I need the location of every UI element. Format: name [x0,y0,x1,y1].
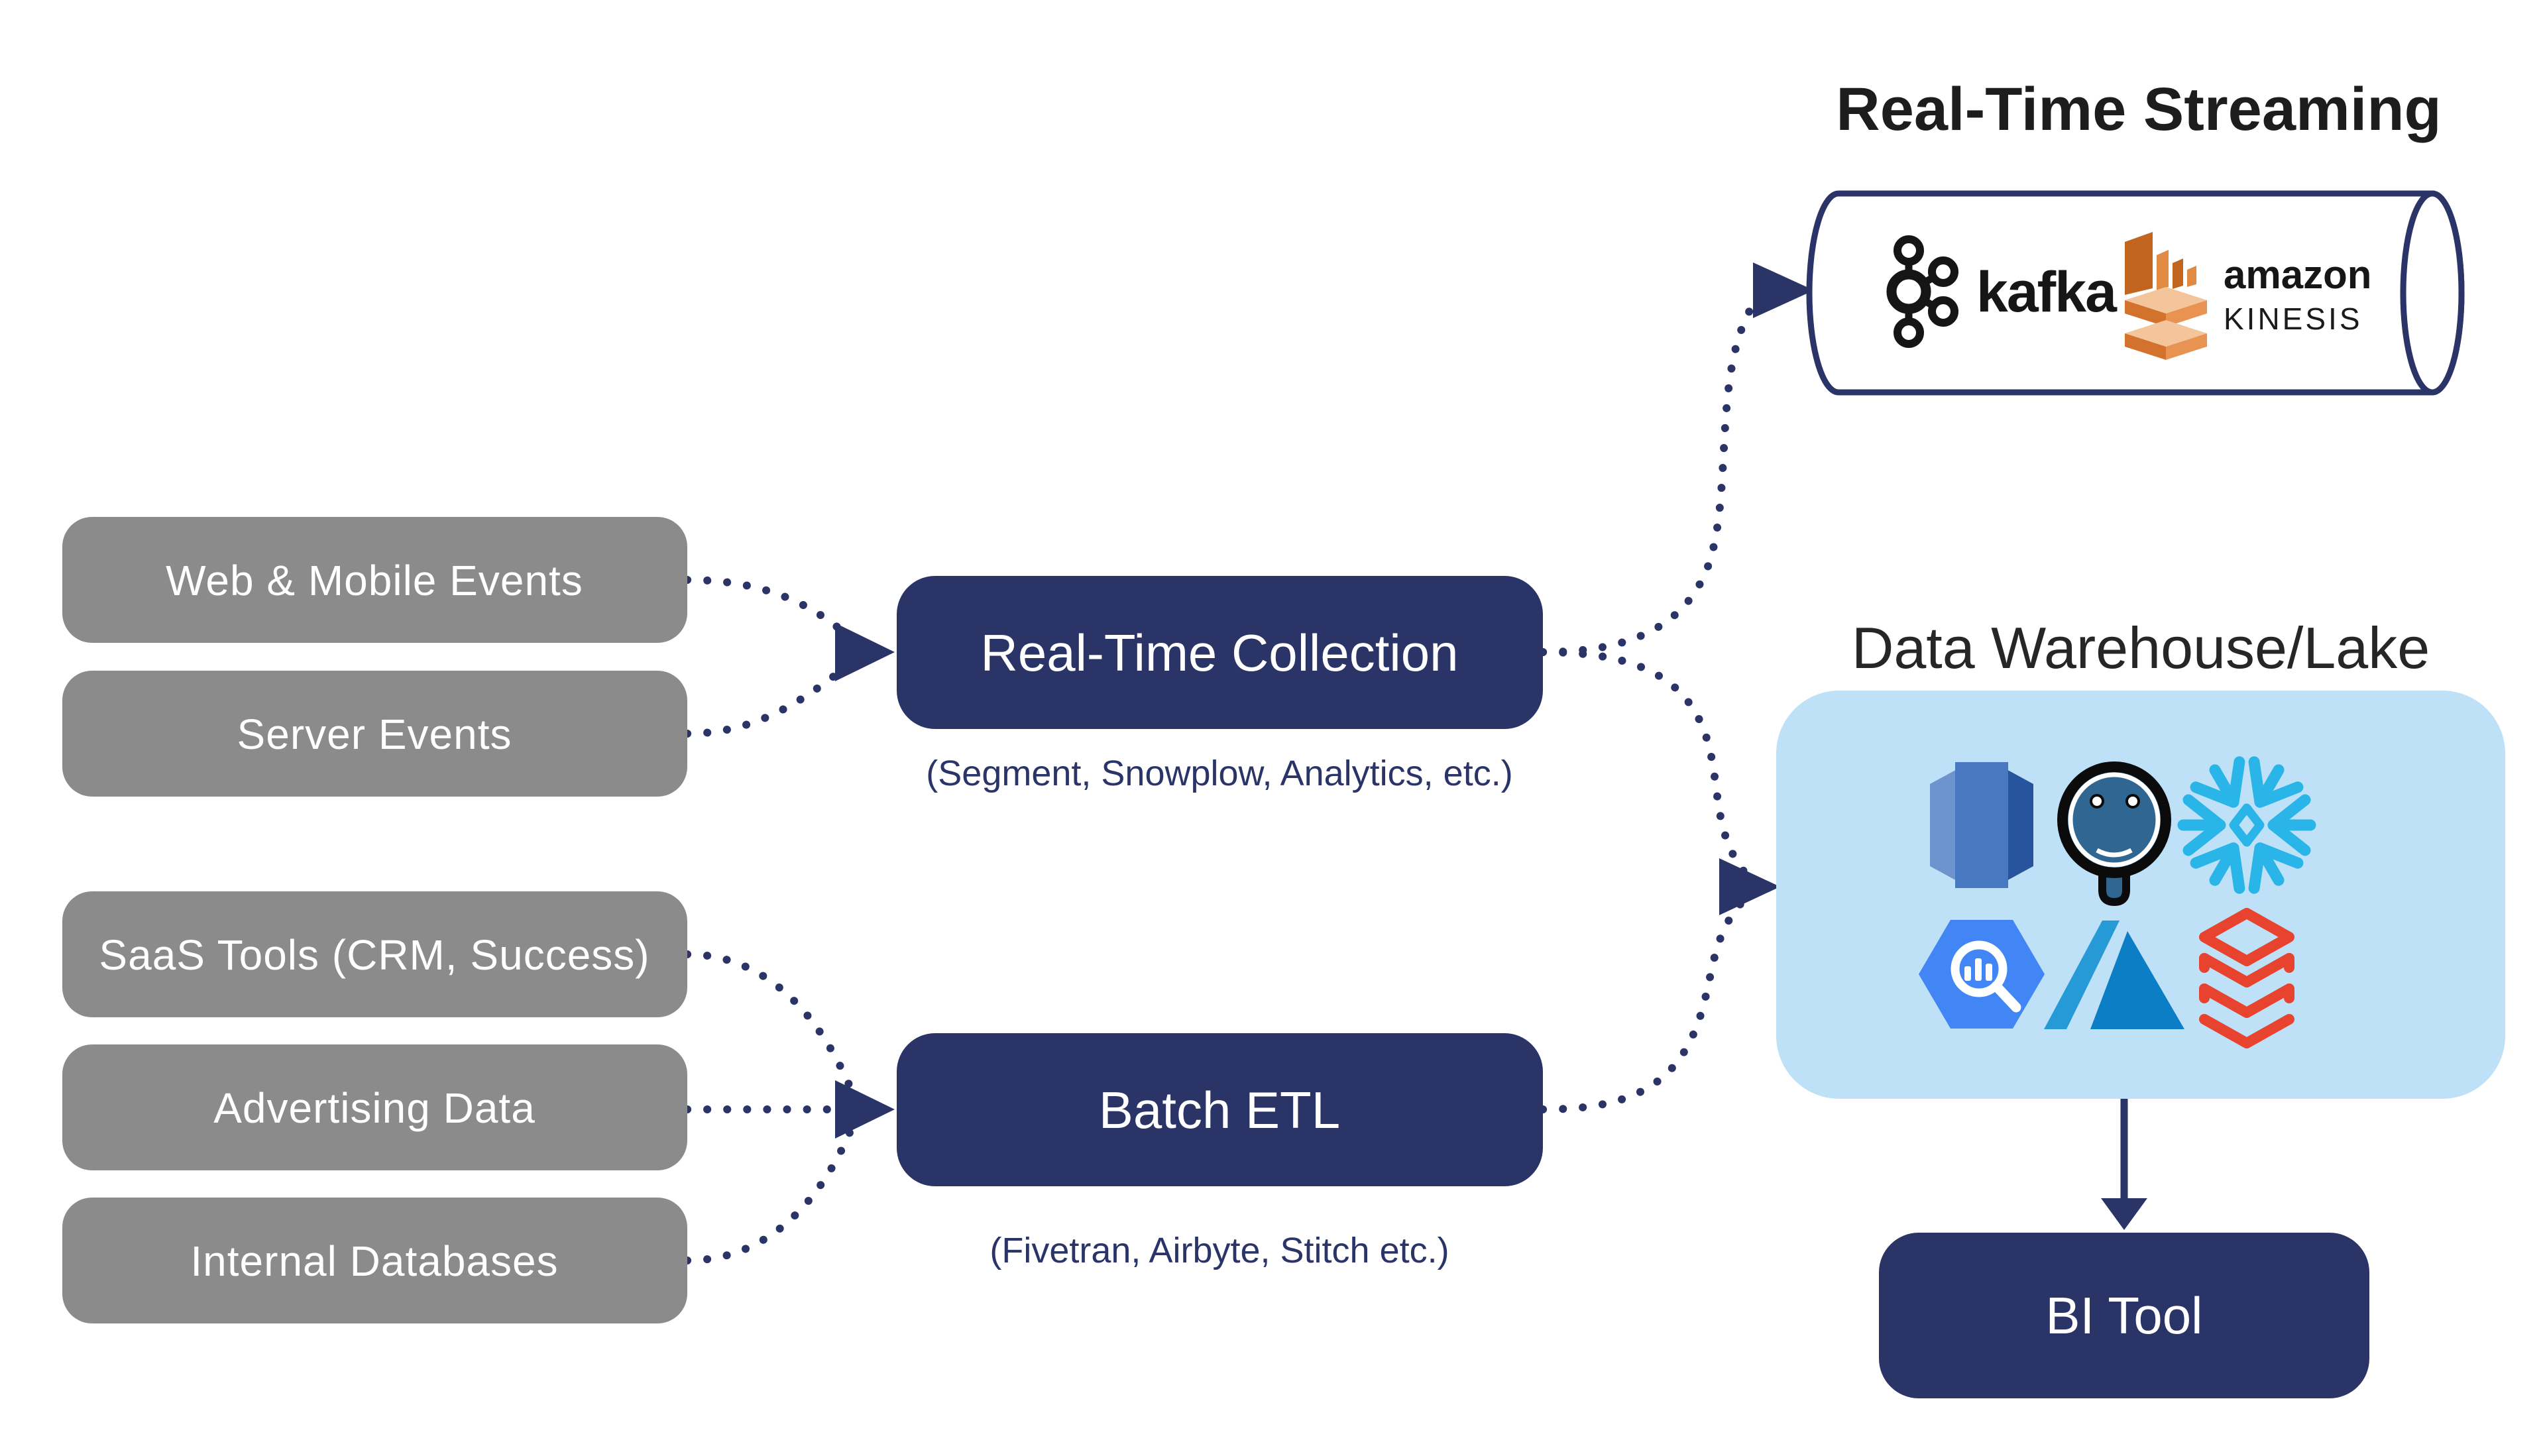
bi-tool-box [1879,1233,2369,1398]
source-box-internal-databases [62,1198,687,1323]
processor-boxes: Real-Time Collection (Segment, Snowplow,… [897,576,1543,1270]
realtime-collection-box [897,576,1543,729]
bi-tool-label: BI Tool [2045,1286,2202,1345]
kafka-label: kafka [1976,260,2118,324]
source-label-server-events: Server Events [237,710,512,758]
arrowhead-into-streaming [1753,262,1814,318]
connector-internal-to-batch [683,1124,856,1264]
batch-etl-subtitle: (Fivetran, Airbyte, Stitch etc.) [990,1231,1449,1270]
warehouse-box [1776,691,2505,1099]
azure-icon [2044,921,2184,1029]
amazon-kinesis-icon [2125,232,2207,360]
arrowhead-into-batch [835,1080,895,1139]
kinesis-label: KINESIS [2224,302,2363,336]
connector-batch-to-warehouse [1539,889,1755,1113]
source-box-server-events [62,671,687,797]
realtime-collection-subtitle: (Segment, Snowplow, Analytics, etc.) [926,754,1512,793]
event-source-boxes: Web & Mobile Events Server Events SaaS T… [62,517,687,1323]
databricks-icon [2199,908,2294,1048]
connector-web-to-realtime [683,576,854,642]
arrowhead-into-warehouse [1719,858,1780,915]
source-box-saas-tools [62,891,687,1017]
connector-saas-to-batch [683,950,856,1095]
bi-tool: BI Tool [1879,1233,2369,1398]
data-warehouse-title: Data Warehouse/Lake [1852,615,2430,681]
connector-realtime-to-warehouse [1539,648,1757,885]
snowflake-icon [2177,756,2316,894]
bigquery-icon [1919,920,2045,1029]
cylinder-end-cap [2400,190,2465,396]
amazon-label: amazon [2224,252,2371,297]
source-label-saas-tools: SaaS Tools (CRM, Success) [99,931,650,979]
batch-etl-label: Batch ETL [1099,1081,1340,1139]
source-label-web-mobile-events: Web & Mobile Events [166,557,583,604]
source-box-web-mobile-events [62,517,687,643]
source-label-internal-databases: Internal Databases [190,1237,558,1285]
streaming-cylinder: kafka amazon KINESIS [1806,190,2465,396]
arrowhead-into-bi [2101,1198,2147,1230]
connector-server-to-realtime [683,660,854,738]
connectors [683,262,2147,1264]
postgresql-icon [2057,761,2171,907]
realtime-streaming-title: Real-Time Streaming [1836,76,2442,143]
connector-realtime-to-streaming [1539,296,1760,656]
source-label-advertising-data: Advertising Data [213,1084,536,1132]
realtime-collection-label: Real-Time Collection [980,624,1458,682]
warehouse-container [1776,691,2505,1099]
source-box-advertising-data [62,1044,687,1170]
arrowhead-into-realtime [835,623,895,681]
kafka-icon [1886,235,1958,348]
batch-etl-box [897,1033,1543,1186]
redshift-icon [1930,762,2033,888]
